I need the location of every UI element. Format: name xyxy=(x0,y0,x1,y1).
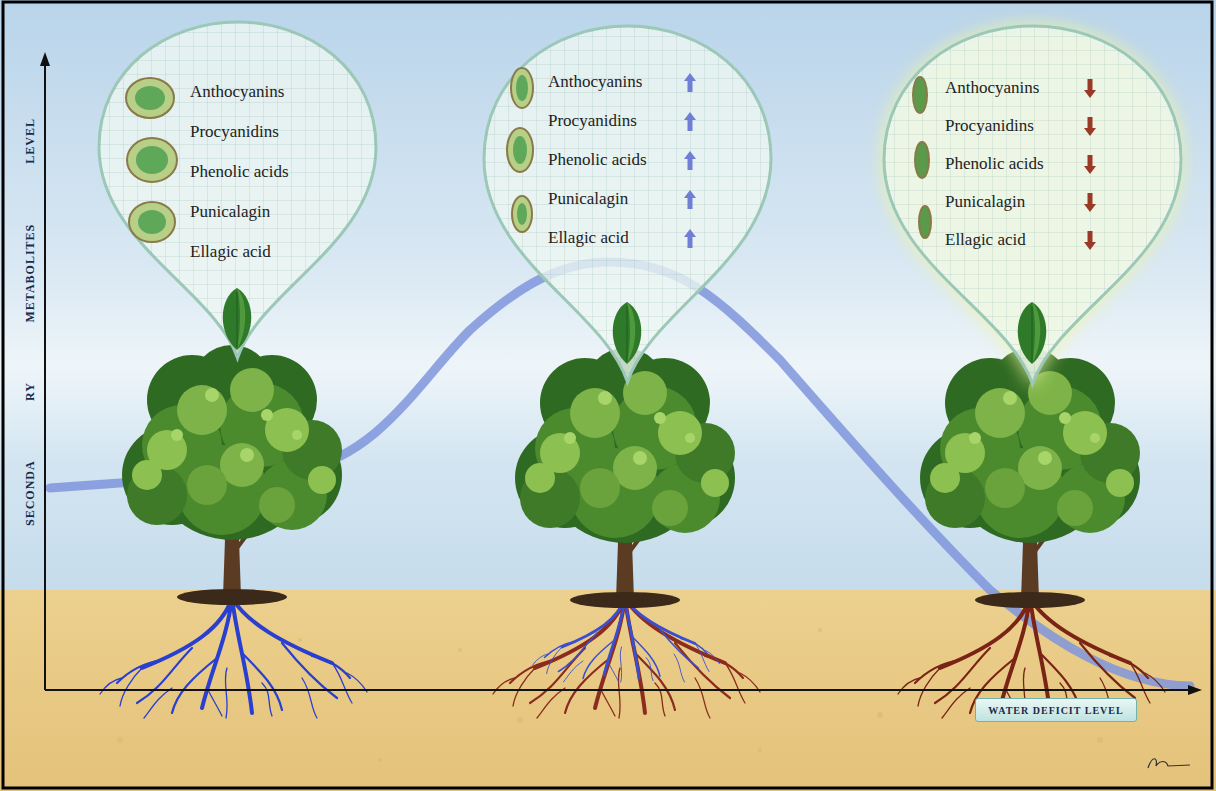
signature xyxy=(1148,759,1190,768)
metabolite-name: Anthocyanins xyxy=(945,78,1044,98)
frame xyxy=(3,2,1212,788)
metabolite-name: Punicalagin xyxy=(548,189,647,209)
metabolite-name: Phenolic acids xyxy=(945,154,1044,174)
metabolite-name: Phenolic acids xyxy=(548,150,647,170)
metabolite-name: Ellagic acid xyxy=(945,230,1044,250)
metabolite-name: Procyanidins xyxy=(945,116,1044,136)
trend-arrows xyxy=(684,73,1096,250)
axis-title-holder: SECONDA RY METABOLITES LEVEL xyxy=(23,118,37,526)
metabolite-list: AnthocyaninsProcyanidinsPhenolic acidsPu… xyxy=(945,78,1044,268)
metabolite-name: Ellagic acid xyxy=(190,242,289,262)
metabolite-name: Procyanidins xyxy=(190,122,289,142)
metabolite-name: Anthocyanins xyxy=(190,82,289,102)
metabolite-name: Anthocyanins xyxy=(548,72,647,92)
axis-title: WATER DEFICIT LEVEL xyxy=(988,705,1123,716)
cell-icons xyxy=(126,68,931,242)
metabolite-name: Punicalagin xyxy=(190,202,289,222)
trees xyxy=(100,345,1165,718)
metabolite-list: AnthocyaninsProcyanidinsPhenolic acidsPu… xyxy=(548,72,647,267)
axis-label-box: WATER DEFICIT LEVEL xyxy=(975,698,1137,722)
metabolite-name: Procyanidins xyxy=(548,111,647,131)
metabolite-name: Punicalagin xyxy=(945,192,1044,212)
metabolite-name: Phenolic acids xyxy=(190,162,289,182)
leaf-icons xyxy=(223,288,1047,364)
axis-title: SECONDA RY METABOLITES LEVEL xyxy=(23,118,37,526)
metabolite-name: Ellagic acid xyxy=(548,228,647,248)
metabolite-list: AnthocyaninsProcyanidinsPhenolic acidsPu… xyxy=(190,82,289,282)
